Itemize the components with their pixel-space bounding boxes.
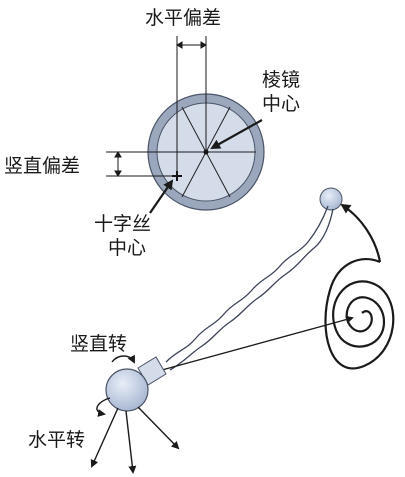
vertical-rotation-arrow (111, 354, 135, 364)
horizontal-rotation-arrow (96, 397, 111, 417)
beam-wave-lower (169, 208, 334, 371)
instrument-to-target-arrow (161, 315, 354, 371)
prism-center-label-line2: 中心 (262, 93, 300, 115)
horizontal-offset-dimension (176, 36, 207, 176)
horizontal-rotation-label: 水平转 (28, 429, 85, 451)
return-path-arrow (340, 203, 382, 263)
vertical-offset-dimension (106, 151, 206, 177)
instrument-tripod-arrows (90, 406, 180, 474)
crosshair-center-label-line2: 中心 (108, 237, 146, 259)
instrument-sphere (105, 368, 149, 412)
beam-wave-upper (165, 205, 329, 363)
vertical-rotation-label: 竖直转 (70, 333, 127, 355)
reflector-sphere (319, 187, 343, 211)
instrument-group (90, 354, 180, 474)
prism-center-leader-arrow (210, 119, 263, 149)
crosshair-center-label-line1: 十字丝 (94, 213, 151, 235)
prism-center-label-line1: 棱镜 (262, 69, 300, 91)
horizontal-offset-label: 水平偏差 (145, 7, 221, 29)
spiral-target (324, 257, 395, 370)
crosshair-center-leader-arrow (149, 179, 174, 214)
vertical-offset-label: 竖直偏差 (4, 155, 80, 177)
